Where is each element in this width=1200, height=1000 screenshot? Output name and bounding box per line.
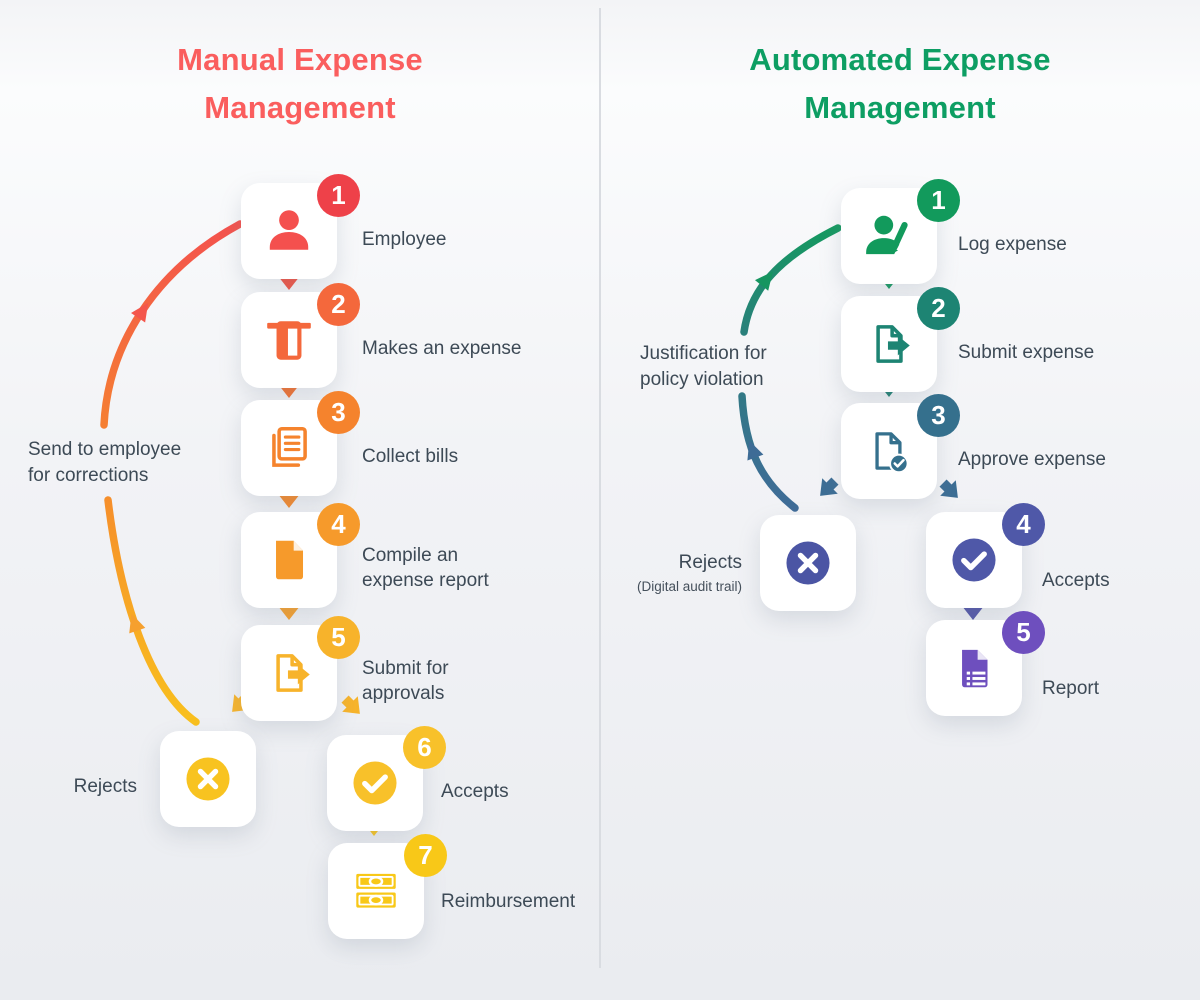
step-number: 4 [331, 509, 346, 539]
loop-rejects-to-log-upper [740, 224, 842, 336]
manual-rejects-card [160, 731, 256, 827]
manual-loop-label: Send to employee for corrections [28, 439, 182, 486]
automated-rejects-card [760, 515, 856, 611]
step-number: 1 [931, 185, 946, 215]
step-number-badge: 4 [1002, 503, 1045, 546]
manual-step-1-label: Employee [362, 228, 447, 250]
person-edit-icon [866, 215, 908, 255]
submit-file-icon [276, 654, 310, 692]
rejects-subtext: (Digital audit trail) [636, 579, 742, 594]
bills-icon [272, 427, 307, 467]
step-number: 7 [418, 840, 433, 870]
step-number: 4 [1016, 509, 1031, 539]
automated-step-4-card: 4 [926, 503, 1045, 608]
step-number: 5 [331, 622, 346, 652]
step-number-badge: 3 [917, 394, 960, 437]
step-number: 6 [417, 732, 432, 762]
report-file-icon [276, 540, 304, 580]
manual-step-5-label: Submit for approvals [362, 658, 449, 704]
step-number-badge: 4 [317, 503, 360, 546]
manual-title: Manual Expense Management [177, 42, 423, 125]
loop-rejects-to-log-lower [738, 392, 799, 512]
automated-title: Automated Expense Management [749, 42, 1051, 125]
step-number-badge: 5 [317, 616, 360, 659]
person-icon [269, 210, 309, 250]
loop-arrowhead-upper [131, 298, 156, 323]
automated-rejects-label: Rejects (Digital audit trail) [560, 552, 742, 594]
step-number: 3 [931, 400, 946, 430]
automated-step-2-card: 2 [841, 287, 960, 392]
loop-rejects-to-employee-lower [104, 496, 200, 726]
step-number-badge: 1 [317, 174, 360, 217]
manual-step-4-card: 4 [241, 503, 360, 608]
automated-step-1-card: 1 [841, 179, 960, 284]
manual-step-3-label: Collect bills [362, 445, 459, 467]
step-number: 1 [331, 180, 346, 210]
automated-loop-label: Justification for policy violation [640, 343, 767, 390]
manual-step-5-card: 5 [241, 616, 360, 721]
manual-step-3-card: 3 [241, 391, 360, 496]
card-swipe-icon [267, 321, 311, 360]
manual-step-2-card: 2 [241, 283, 360, 388]
check-circle-icon [353, 761, 397, 805]
cash-icon [356, 873, 396, 908]
manual-step-2-label: Makes an expense [362, 337, 522, 359]
manual-step-6-label: Accepts [441, 780, 509, 802]
step-number-badge: 5 [1002, 611, 1045, 654]
step-number: 5 [1016, 617, 1031, 647]
manual-step-7-label: Reimbursement [441, 890, 576, 912]
step-number-badge: 2 [317, 283, 360, 326]
arrow-approve-to-rejects [812, 473, 843, 504]
manual-step-6-card: 6 [327, 726, 446, 831]
x-circle-icon [786, 541, 830, 585]
report-doc-icon [962, 649, 988, 688]
step-number-badge: 6 [403, 726, 446, 769]
column-divider [599, 8, 601, 968]
automated-step-3-card: 3 [841, 394, 960, 499]
step-number-badge: 3 [317, 391, 360, 434]
loop-rejects-to-employee-upper [100, 220, 244, 429]
automated-step-5-label: Report [1042, 677, 1100, 699]
step-number: 2 [931, 293, 946, 323]
manual-step-7-card: 7 [328, 834, 447, 939]
manual-rejects-label: Rejects [73, 776, 137, 797]
check-circle-icon [952, 538, 996, 582]
automated-step-5-card: 5 [926, 611, 1045, 716]
step-number-badge: 7 [404, 834, 447, 877]
step-number: 2 [331, 289, 346, 319]
automated-step-1-label: Log expense [958, 233, 1067, 255]
automated-step-3-label: Approve expense [958, 448, 1106, 470]
step-number: 3 [331, 397, 346, 427]
step-number-badge: 1 [917, 179, 960, 222]
submit-file-icon [876, 325, 910, 363]
step-number-badge: 2 [917, 287, 960, 330]
manual-step-4-label: Compile an expense report [362, 545, 489, 591]
manual-step-1-card: 1 [241, 174, 360, 279]
automated-step-2-label: Submit expense [958, 341, 1095, 363]
loop-arrowhead-lower [123, 610, 146, 634]
rejects-text: Rejects [678, 552, 742, 573]
approve-file-icon [875, 432, 909, 474]
loop-arrowhead-lower-right [741, 437, 764, 461]
x-circle-icon [186, 757, 230, 801]
automated-step-4-label: Accepts [1042, 569, 1110, 591]
loop-arrowhead-upper-right [754, 266, 780, 291]
